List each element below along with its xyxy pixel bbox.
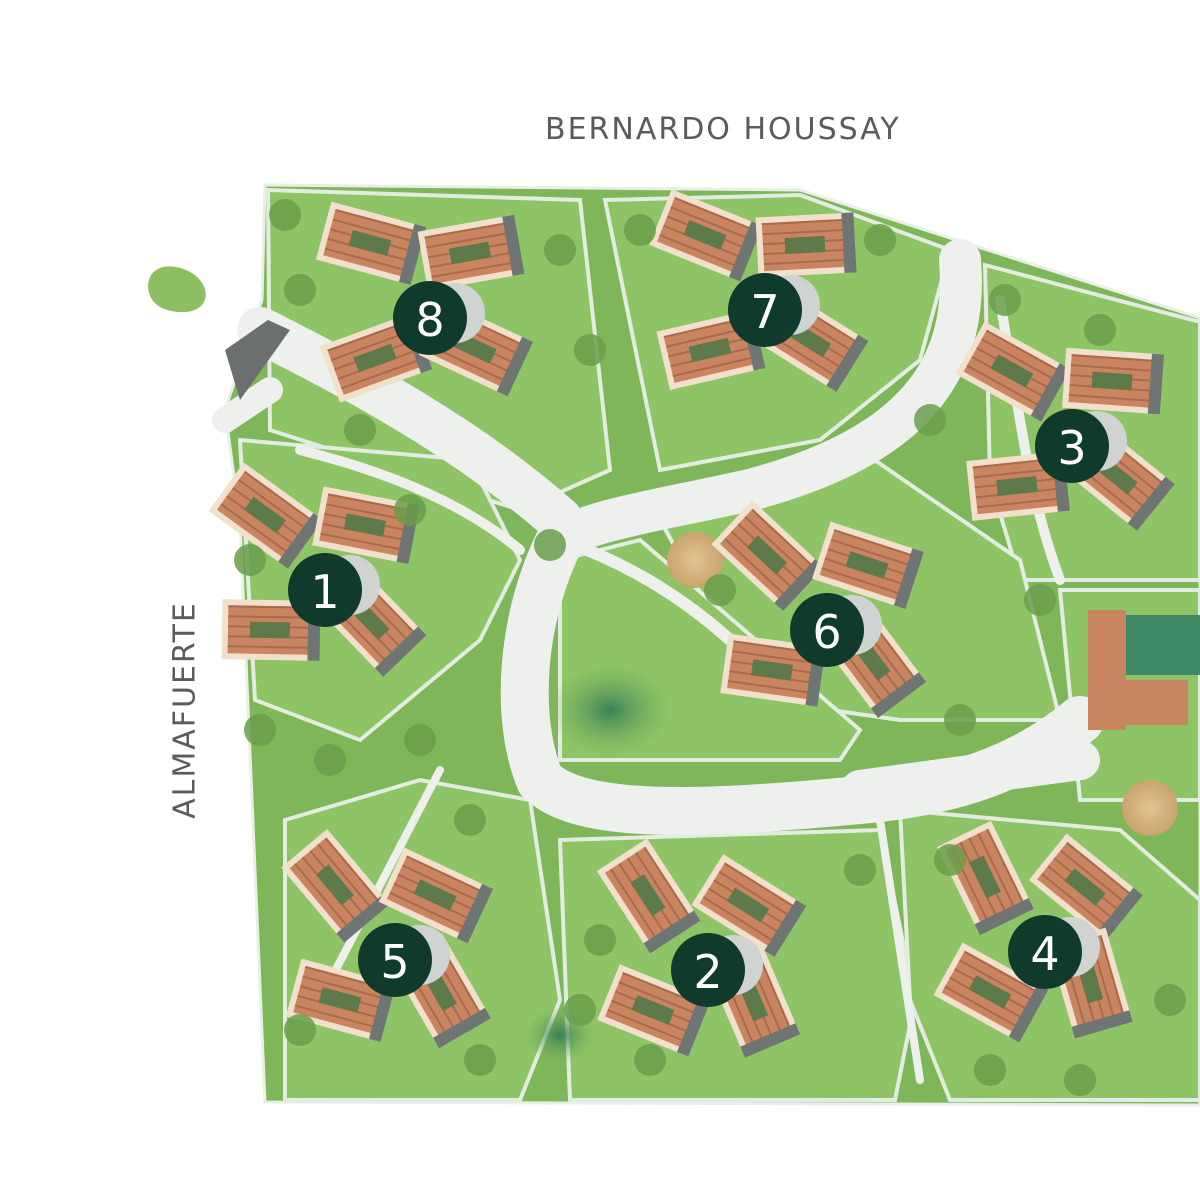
clubhouse [1088,610,1200,730]
building [417,214,525,291]
tree [574,334,606,366]
tree [934,844,966,876]
building [711,500,825,612]
building [933,942,1049,1043]
unit-marker-1[interactable]: 1 [288,553,362,627]
tree [1084,314,1116,346]
unit-marker-3[interactable]: 3 [1035,409,1109,483]
roads [212,239,1104,1084]
tree [244,714,276,746]
marker-circle [790,593,864,667]
building [1047,927,1133,1039]
marker-circle [671,933,745,1007]
marker-label: 3 [1057,421,1086,475]
marker-label: 8 [415,293,444,347]
marker-label: 2 [693,945,722,999]
unit-marker-4[interactable]: 4 [1008,915,1082,989]
trees [234,199,1186,1096]
tree [344,414,376,446]
markers: 8 7 3 1 6 5 2 4 [288,273,1109,1007]
marker-circle [1035,409,1109,483]
tree [454,804,486,836]
tree [314,744,346,776]
marker-label: 1 [310,565,339,619]
marker-label: 5 [380,935,409,989]
tree [914,404,946,436]
building [281,828,391,943]
unit-marker-8[interactable]: 8 [393,281,467,355]
building [755,212,857,278]
building [221,599,321,661]
tree [584,924,616,956]
building [691,854,807,957]
tree [544,234,576,266]
tree [1154,984,1186,1016]
tree [564,994,596,1026]
unit-marker-2[interactable]: 2 [671,933,745,1007]
building [649,189,763,282]
building [936,820,1034,936]
building [597,964,711,1057]
building [966,450,1070,521]
building [812,521,924,609]
building [319,312,433,403]
tree [234,544,266,576]
tree [634,1044,666,1076]
tree [989,284,1021,316]
tree [269,199,301,231]
building [1062,347,1164,415]
tree [284,1014,316,1046]
unit-marker-6[interactable]: 6 [790,593,864,667]
marker-label: 6 [812,605,841,659]
building [208,462,324,569]
street-label-north: BERNARDO HOUSSAY [545,112,901,147]
tree [944,704,976,736]
building [1028,833,1143,942]
tree [404,724,436,756]
unit-marker-5[interactable]: 5 [358,923,432,997]
marker-circle [1008,915,1082,989]
tree [844,854,876,886]
tree [1024,584,1056,616]
marker-circle [288,553,362,627]
tree [864,224,896,256]
green-patch [148,266,206,313]
unit-marker-7[interactable]: 7 [728,273,802,347]
marker-circle [728,273,802,347]
tree [284,274,316,306]
tree [534,529,566,561]
marker-label: 4 [1030,927,1059,981]
marker-circle [393,281,467,355]
tree [394,494,426,526]
tree [974,1054,1006,1086]
tree [624,214,656,246]
tree [1064,1064,1096,1096]
building [955,321,1071,422]
building [596,838,701,954]
building [312,486,420,564]
building [378,847,493,944]
sand-areas [667,532,1178,836]
access-path [225,320,290,400]
marker-label: 7 [750,285,779,339]
tree [464,1044,496,1076]
tree [704,574,736,606]
street-label-west: ALMAFUERTE [167,601,203,819]
building [315,201,427,285]
marker-circle [358,923,432,997]
